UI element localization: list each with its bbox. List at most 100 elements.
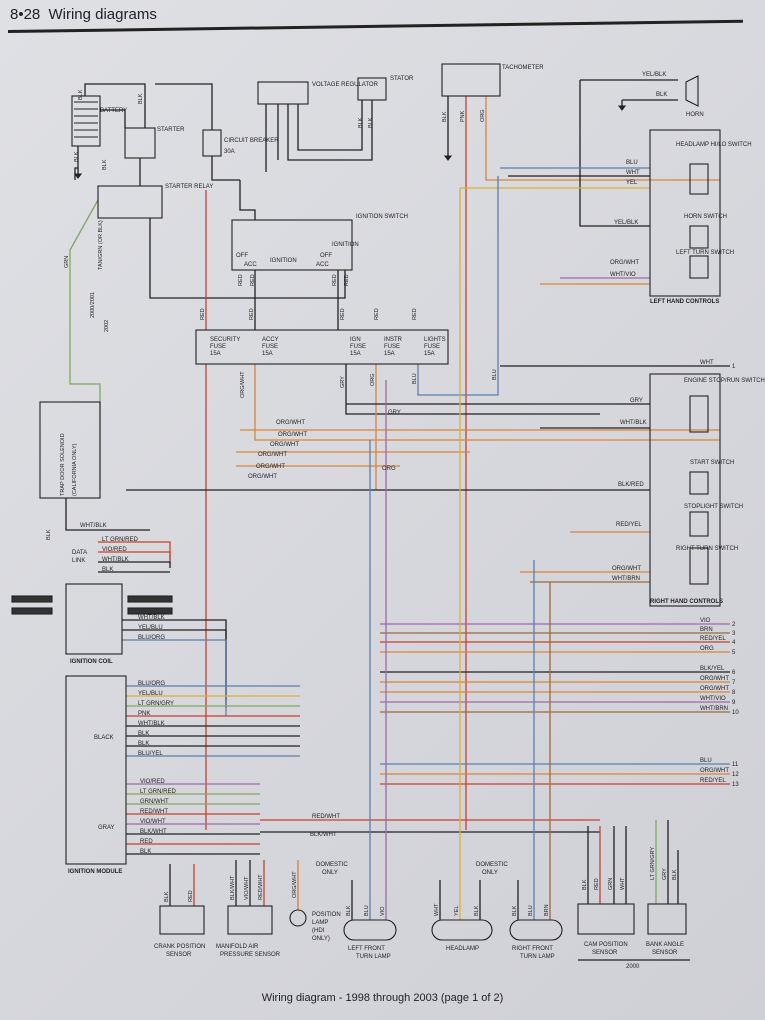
gray-connector-label: GRAY — [98, 825, 115, 831]
right-turn-switch — [689, 547, 709, 585]
module-gray-wire-label: RED/WHT — [140, 809, 168, 815]
wire-label-blk: BLK — [74, 151, 80, 162]
wire-label-yel-blk: YEL/BLK — [642, 72, 666, 78]
wire-label-org-wht: ORG/WHT — [270, 442, 299, 448]
wire-label-wht-brn: WHT/BRN — [612, 576, 640, 582]
stator-label: STATOR — [390, 76, 414, 82]
wire-label-org-wht: ORG/WHT — [256, 464, 285, 470]
crank-sensor-label: CRANK POSITION — [154, 944, 205, 950]
module-gray-wire-label: RED — [140, 839, 153, 845]
coil-wire-label: YEL/BLU — [138, 625, 163, 631]
wire-label-red: RED — [340, 308, 346, 320]
module-black-wire-label: BLU/YEL — [138, 751, 163, 757]
position-lamp-icon — [289, 909, 307, 927]
black-connector-label: BLACK — [94, 735, 114, 741]
position-lamp-label: LAMP — [312, 920, 328, 926]
security-fuse-label: FUSE — [210, 344, 226, 350]
accy-fuse-rating: 15A — [262, 351, 273, 357]
terminal-wire-label: ORG/WHT — [700, 686, 729, 692]
ignition-module-label: IGNITION MODULE — [68, 869, 122, 875]
wire-label-blu: BLU — [492, 369, 498, 380]
wire-label-org-wht: ORG/WHT — [610, 260, 639, 266]
coil-wire — [122, 619, 227, 700]
right-turn-switch-label: RIGHT TURN SWITCH — [676, 546, 738, 552]
headlamp-switch — [689, 163, 709, 195]
breaker-out-wire — [211, 156, 240, 181]
left-hand-controls — [649, 129, 721, 297]
module-gray-wire-label: BLK/WHT — [140, 829, 167, 835]
instr-fuse-label: INSTR — [384, 337, 403, 343]
section-title: Wiring diagrams — [48, 6, 157, 23]
accy-fuse-label: ACCY — [262, 337, 279, 343]
domestic-only-label: DOMESTIC — [476, 862, 508, 868]
ign-relay-wire — [149, 218, 346, 299]
wire-label-gry: GRY — [630, 398, 643, 404]
wire-label-blk: BLK — [138, 93, 144, 104]
wire-label-org: ORG — [480, 109, 486, 122]
terminal-number: 1 — [732, 364, 736, 370]
year-note: 2002 — [104, 320, 110, 332]
wire-label-red: RED — [200, 308, 206, 320]
trap-door-blk-wire — [65, 498, 150, 531]
wire-label-blk: BLK — [102, 159, 108, 170]
horn-switch — [689, 225, 709, 249]
wire-label-wht: WHT — [434, 903, 440, 916]
ign-ignition-label: IGNITION — [332, 242, 359, 248]
page-header: 8•28 Wiring diagrams — [10, 6, 157, 23]
ign-fuse-rating: 15A — [350, 351, 361, 357]
lights-fuse-label: LIGHTS — [424, 337, 446, 343]
wire-label-org-wht: ORG/WHT — [248, 474, 277, 480]
wire-label-red: RED — [344, 274, 350, 286]
wire-label-org-wht: ORG/WHT — [258, 452, 287, 458]
battery-starter-wire — [100, 109, 126, 128]
terminal-number: 7 — [732, 680, 736, 686]
lights-fuse-rating: 15A — [424, 351, 435, 357]
terminal-wire-label: RED/YEL — [700, 778, 726, 784]
data-link-wire — [98, 551, 171, 564]
terminal-number: 10 — [732, 710, 739, 716]
terminal-number: 5 — [732, 650, 736, 656]
terminal-number: 13 — [732, 782, 739, 788]
module-black-wire-label: BLK — [138, 731, 149, 737]
terminal-number: 12 — [732, 772, 739, 778]
wire-label-red-wht: RED/WHT — [258, 874, 264, 900]
wire-label-org-wht: ORG/WHT — [292, 871, 298, 898]
left-hand-controls-label: LEFT HAND CONTROLS — [650, 299, 719, 305]
wire-label-blk: BLK — [368, 117, 374, 128]
module-black-wire-label: LT GRN/GRY — [138, 701, 174, 707]
right-hand-controls-label: RIGHT HAND CONTROLS — [650, 599, 723, 605]
data-link-wire — [98, 561, 171, 568]
ground-icon — [443, 155, 453, 161]
map-sensor — [227, 905, 273, 935]
left-turn-switch — [689, 255, 709, 279]
instr-fuse-rating: 15A — [384, 351, 395, 357]
left-turn-lamp — [343, 919, 397, 941]
ign-off-label: OFF — [236, 253, 248, 259]
map-sensor-label: PRESSURE SENSOR — [220, 952, 281, 958]
figure-caption: Wiring diagram - 1998 through 2003 (page… — [261, 992, 504, 1004]
wire-label-blu: BLU — [412, 373, 418, 384]
right-turn-lamp-label: RIGHT FRONT — [512, 946, 553, 952]
map-sensor-label: MANIFOLD AIR — [216, 944, 259, 950]
ignition-module — [65, 675, 127, 865]
wire-label-gry: GRY — [662, 868, 668, 880]
terminal-wire-label: ORG/WHT — [700, 676, 729, 682]
terminal-wire-label: VIO — [700, 618, 711, 624]
wire-label-red-yel: RED/YEL — [616, 522, 642, 528]
ign-acc-label: ACC — [316, 262, 329, 268]
terminal-wire-label: BLU — [700, 758, 712, 764]
tach-org-wire — [485, 96, 720, 181]
start-switch — [689, 471, 709, 495]
spark-plug-lead — [11, 607, 53, 615]
wire-label-blk-wht: BLK/WHT — [230, 875, 236, 900]
wire-label-blk: BLK — [442, 111, 448, 122]
terminal-wire-label: RED/YEL — [700, 636, 726, 642]
wire-label-lt-grn-gry: LT GRN/GRY — [650, 847, 656, 880]
wire-label-yel: YEL — [626, 180, 638, 186]
terminal-wire-label: BLK/YEL — [700, 666, 725, 672]
headlamp-switch-label: HEADLAMP HI/LO SWITCH — [676, 142, 752, 148]
terminal-number: 3 — [732, 631, 736, 637]
circuit-breaker — [202, 129, 222, 157]
lights-blu-wire — [417, 176, 499, 396]
